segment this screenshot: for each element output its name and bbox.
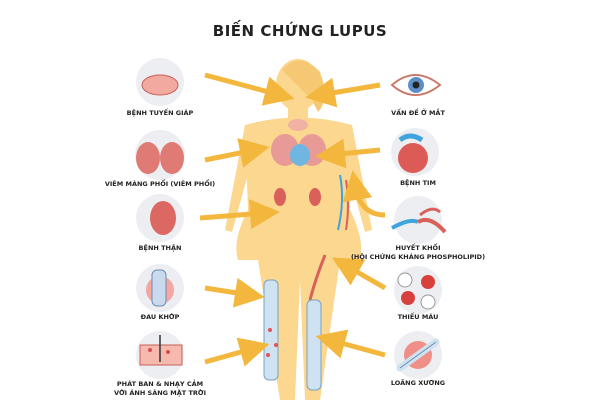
label-thrombosis-line1: HUYẾT KHỐI xyxy=(395,244,441,252)
thyroid-icon xyxy=(136,58,184,106)
label-thyroid-disease: BỆNH TUYẾN GIÁP xyxy=(126,109,194,117)
blood-vessel-icon xyxy=(391,196,447,244)
label-thrombosis-line2: (HỘI CHỨNG KHÁNG PHOSPHOLIPID) xyxy=(350,253,486,261)
body-kidney xyxy=(274,188,286,206)
arrows xyxy=(199,72,387,367)
label-eye-problems: VẤN ĐỀ Ở MẮT xyxy=(391,109,445,117)
skin-rash-icon xyxy=(136,331,184,379)
body-leg-bones xyxy=(306,299,322,391)
label-osteoporosis: LOÃNG XƯƠNG xyxy=(390,379,446,387)
eye-icon xyxy=(390,74,442,96)
label-kidney-disease: BỆNH THẬN xyxy=(138,244,182,252)
knee-joint-icon xyxy=(136,264,184,312)
bone-icon xyxy=(394,331,442,379)
heart-icon xyxy=(391,128,439,176)
body-heart xyxy=(290,144,310,166)
label-rash-line2: VỚI ÁNH SÁNG MẶT TRỜI xyxy=(113,389,207,397)
kidney-icon xyxy=(136,194,184,242)
label-rash-line1: PHÁT BAN & NHẠY CẢM xyxy=(116,380,204,388)
label-heart-disease: BỆNH TIM xyxy=(400,179,436,187)
blood-cells-icon xyxy=(394,266,442,314)
lungs-icon xyxy=(135,130,185,180)
label-pleurisy: VIÊM MÀNG PHỔI (VIÊM PHỔI) xyxy=(104,180,216,188)
label-anemia: THIẾU MÁU xyxy=(397,313,439,321)
body-thyroid xyxy=(288,119,308,131)
page-title: BIẾN CHỨNG LUPUS xyxy=(212,22,388,40)
body-vein xyxy=(337,174,344,231)
label-joint-pain: ĐAU KHỚP xyxy=(140,313,180,321)
label-thrombosis: HUYẾT KHỐI(HỘI CHỨNG KHÁNG PHOSPHOLIPID) xyxy=(343,244,493,262)
